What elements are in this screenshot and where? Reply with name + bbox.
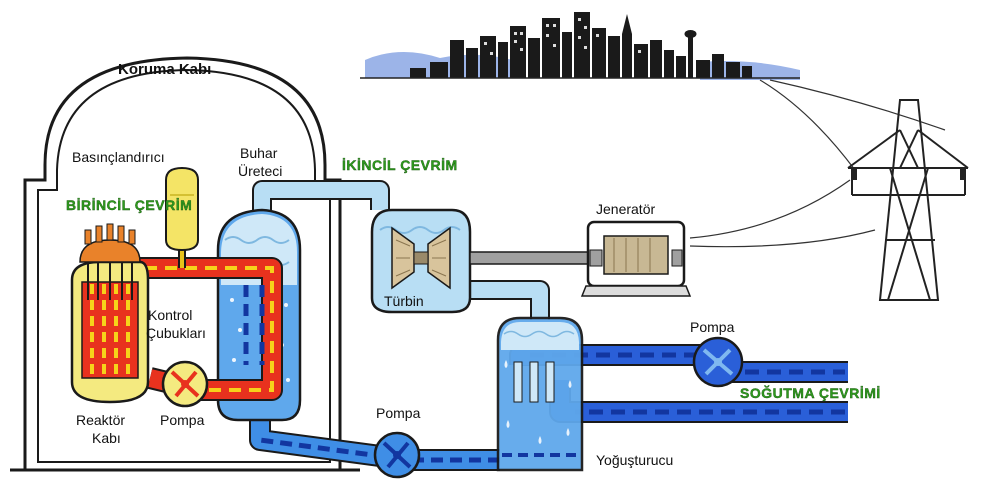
transmission-tower bbox=[847, 99, 969, 301]
reactor-vessel-label-line1: Reaktör bbox=[76, 412, 125, 428]
secondary-pump bbox=[373, 431, 421, 479]
turbine bbox=[370, 208, 472, 314]
steam-generator-label-line2: Üreteci bbox=[238, 162, 282, 179]
reactor-vessel-label-line2: Kabı bbox=[92, 430, 121, 446]
turbine-label: Türbin bbox=[384, 293, 424, 309]
power-lines bbox=[689, 79, 946, 248]
secondary-pump-label: Pompa bbox=[376, 405, 421, 421]
condenser-label: Yoğuşturucu bbox=[596, 452, 673, 468]
reactor-vessel bbox=[70, 223, 150, 404]
steam-generator-label-line1: Buhar bbox=[240, 145, 278, 161]
cooling-pump bbox=[692, 336, 744, 388]
generator-label: Jeneratör bbox=[596, 201, 655, 217]
pressurizer bbox=[165, 166, 199, 268]
city-skyline bbox=[360, 12, 800, 80]
control-rods-label-line1: Kontrol bbox=[148, 307, 192, 323]
primary-pump-label: Pompa bbox=[160, 412, 205, 428]
control-rods-label-line2: Çubukları bbox=[146, 325, 206, 341]
containment-label: Koruma Kabı bbox=[118, 61, 211, 78]
generator bbox=[580, 220, 692, 297]
secondary-cycle-label: İKİNCİL ÇEVRİM bbox=[342, 157, 458, 173]
cooling-pump-label: Pompa bbox=[690, 319, 735, 335]
condenser bbox=[496, 316, 584, 472]
pressurizer-label: Basınçlandırıcı bbox=[72, 149, 165, 165]
cooling-cycle-label: SOĞUTMA ÇEVRİMİ bbox=[740, 384, 881, 401]
shaft bbox=[469, 251, 591, 265]
primary-pump bbox=[161, 360, 209, 408]
primary-cycle-label: BİRİNCİL ÇEVRİM bbox=[66, 197, 192, 213]
